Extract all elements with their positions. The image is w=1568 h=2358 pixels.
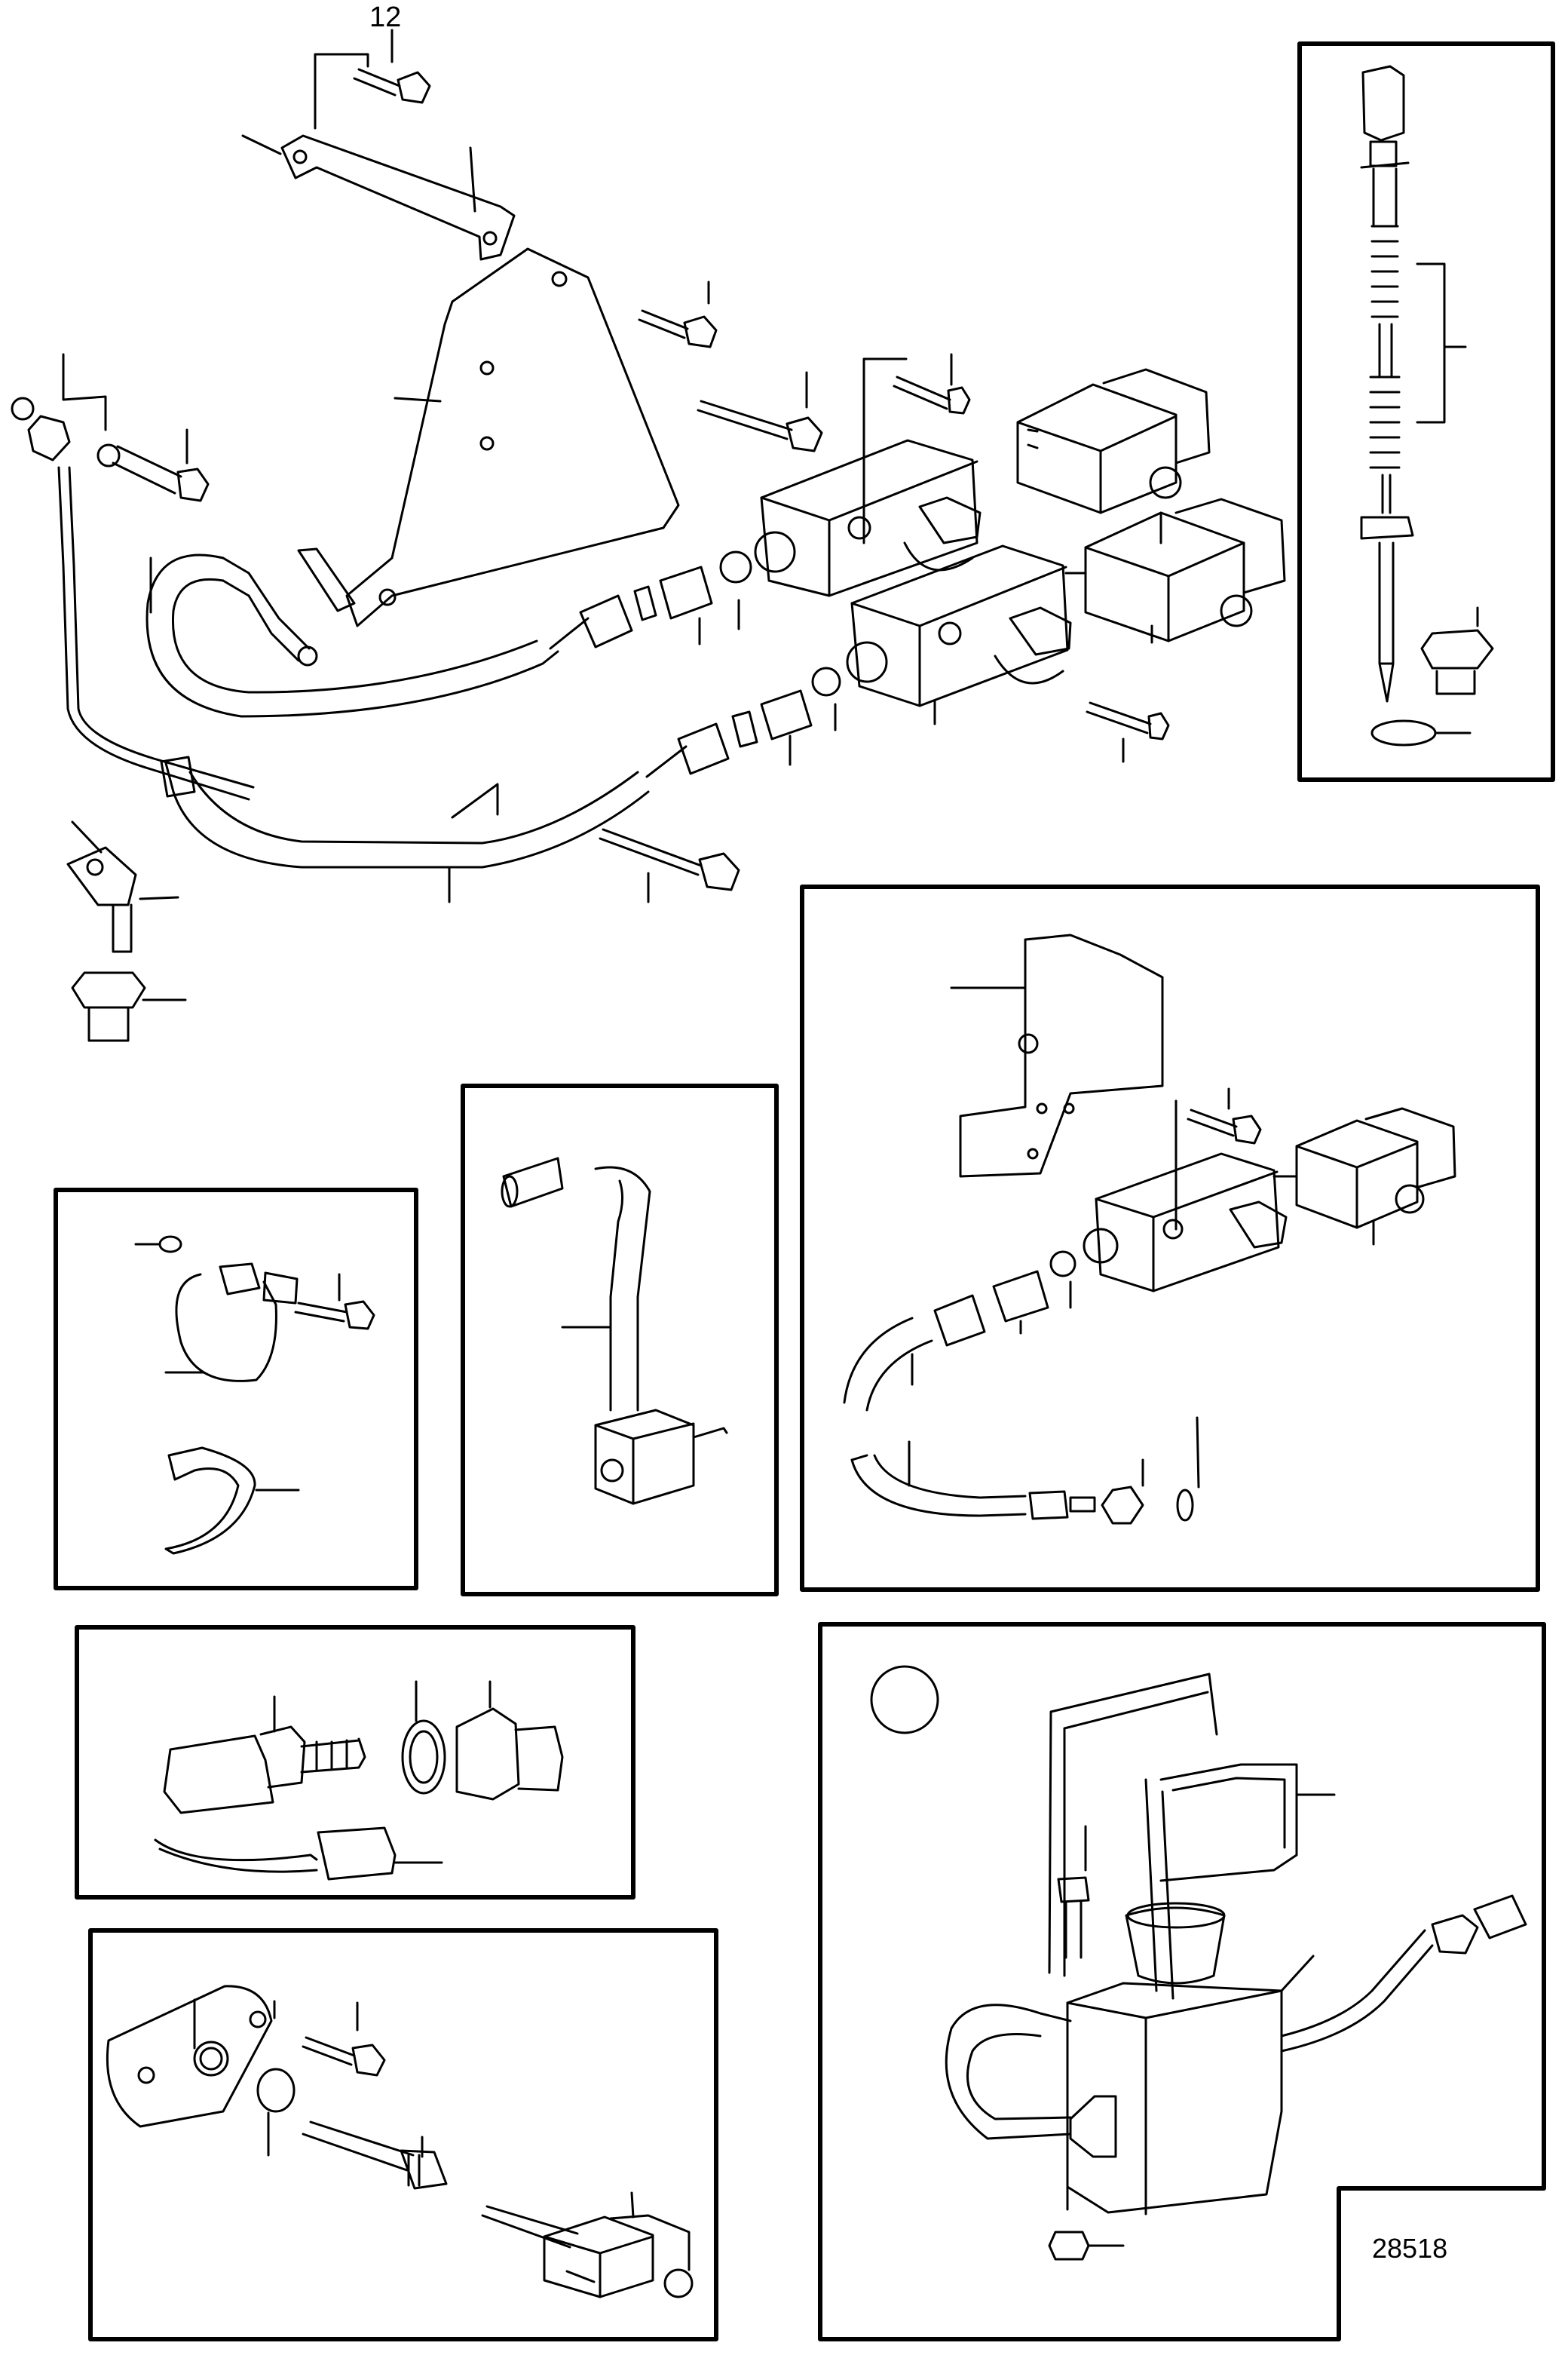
pressure-sender-inset-frame [75,1625,635,1900]
nut-icon [1048,2231,1090,2261]
washer-icon [401,1719,446,1795]
hose-icon [57,466,250,801]
bracket-icon [959,934,1164,1178]
funnel-icon [1125,1906,1226,1985]
tank-icon [1066,1982,1283,2214]
solenoid-valve-icon [543,2191,694,2298]
bracket-valve-inset-frame [800,885,1540,1592]
nut-icon [933,1228,1119,1347]
bracket-icon [106,1985,273,2128]
bracket-icon [345,247,680,627]
hose-icon [160,756,650,903]
bolt-icon [353,68,431,104]
bolt-icon [302,2001,386,2077]
hose-icon [1280,1929,1434,2053]
callout-leader-12 [314,29,394,130]
sensor-inset-frame [1297,41,1555,782]
sensor-inset [1360,65,1494,747]
tube-icon [1144,1763,1298,2000]
nut-icon [1360,516,1414,540]
hose-icon [68,466,255,789]
hose-icon [945,2004,1072,2140]
connector-line [451,783,499,819]
nut-icon [549,531,796,650]
solenoid-valve-icon [1064,498,1286,644]
clamp-inset [134,1235,375,1555]
sensor-icon [1378,541,1395,703]
hose-icon [850,1454,1027,1517]
solenoid-valve-icon [594,1409,695,1505]
hose-solenoid-inset [501,1157,728,1505]
hose-icon [843,1317,933,1412]
bolt-icon [1057,1825,1090,1959]
solenoid-valve-icon [1095,1099,1288,1292]
nut-icon [11,353,210,502]
washer-icon [158,1235,182,1253]
hose-icon [145,553,559,718]
bolt-icon [638,281,718,348]
hose-icon [154,1838,318,1873]
nut-icon [645,641,888,778]
connector-icon [1473,1894,1527,1939]
bracket-icon [241,134,516,261]
nut-icon [66,820,187,1042]
flange-valve-inset [106,1985,694,2298]
sensor-icon [163,1734,274,1814]
nut-icon [455,1680,564,1801]
spring-icon [1369,376,1401,469]
nut-icon [1028,1416,1200,1525]
callout-label: 12 [369,2,402,33]
clamp-icon [175,1273,277,1382]
bolt-icon [294,1273,375,1330]
solenoid-valve-icon [850,544,1072,725]
solenoid-valve-icon [1272,1107,1456,1246]
solenoid-valve-icon [1016,368,1211,544]
spring-icon [1370,225,1399,318]
sensor-icon [302,2120,415,2172]
washer-icon [256,2068,296,2113]
tube-icon [1048,1673,1218,1977]
pressure-sender-inset [154,1680,564,1881]
hose-icon [594,1166,651,1412]
connector-icon [1361,65,1405,142]
hose-icon [502,1157,564,1208]
tank-inset-frame [818,1622,1546,2341]
tank-inset [870,1665,1527,2261]
drawing-number: 28518 [1372,2233,1448,2264]
bolt-icon [1187,1087,1262,1145]
bracket-icon [297,547,356,612]
main-assembly [11,29,1286,1042]
clamp-icon [164,1446,256,1555]
callout-circle [870,1665,939,1734]
washer-icon [1176,1489,1194,1522]
flange-valve-inset-frame [88,1928,718,2341]
nut-icon [1420,606,1494,695]
hose-solenoid-inset-frame [461,1084,779,1596]
washer-icon [1370,719,1437,747]
bolt-icon [599,353,1170,903]
solenoid-valve-icon [760,357,982,597]
nut-icon [1069,2095,1117,2158]
bracket-valve-inset [843,934,1456,1525]
clamp-inset-frame [54,1188,418,1590]
